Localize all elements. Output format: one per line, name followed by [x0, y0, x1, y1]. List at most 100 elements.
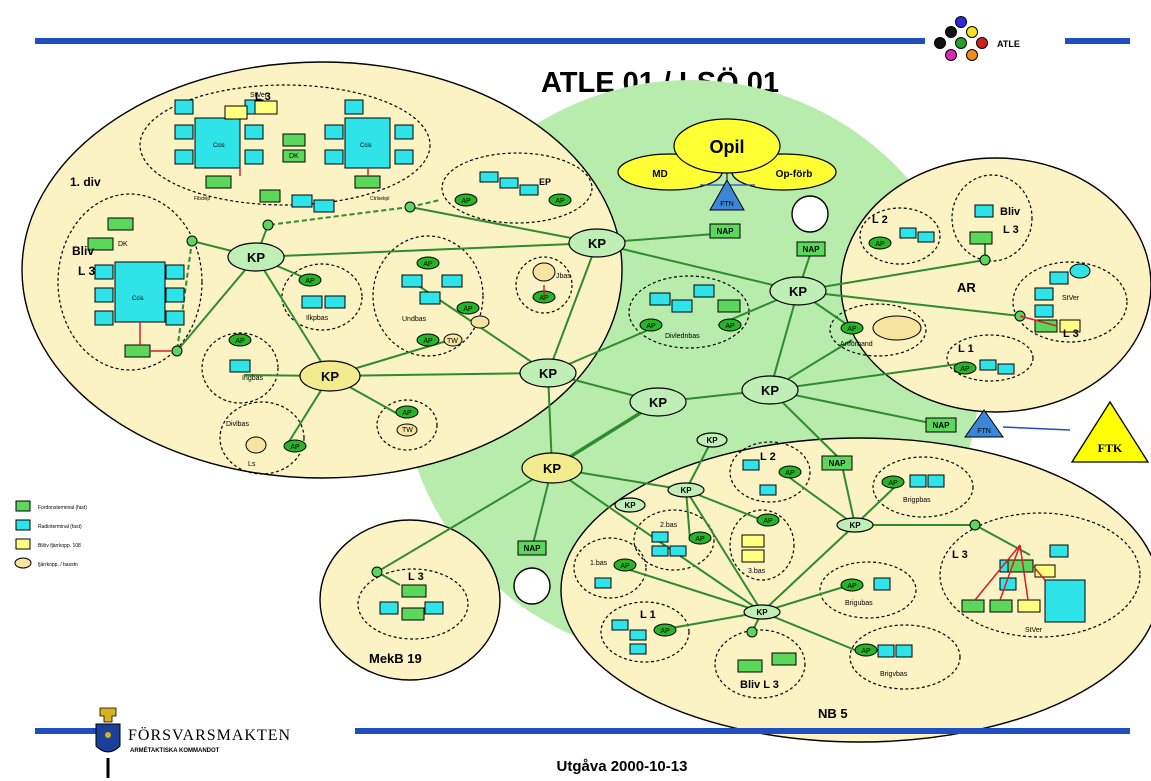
- svg-text:KP: KP: [543, 461, 561, 476]
- svg-text:AP: AP: [290, 444, 300, 451]
- group-brigvbas: [849, 624, 961, 690]
- svg-text:KP: KP: [247, 250, 265, 265]
- svg-text:AP: AP: [463, 306, 473, 313]
- svg-text:AP: AP: [660, 628, 670, 635]
- svg-text:1.bas: 1.bas: [590, 560, 608, 567]
- legend-swatch-1: [15, 519, 31, 531]
- header-rule-left: [35, 38, 925, 44]
- group-ar-l3: [1012, 261, 1128, 343]
- forsvarsmakten-crest: [95, 707, 121, 778]
- group-jbas: [515, 256, 573, 314]
- svg-text:StVer: StVer: [250, 92, 268, 99]
- group-nb5-l1: [600, 601, 690, 663]
- svg-text:L 3: L 3: [255, 91, 271, 103]
- svg-text:StVer: StVer: [1025, 627, 1043, 634]
- svg-text:KP: KP: [321, 369, 339, 384]
- svg-text:NAP: NAP: [717, 227, 735, 236]
- svg-text:AP: AP: [785, 470, 795, 477]
- svg-text:KP: KP: [706, 436, 718, 445]
- legend-label-2: Bilöv fjärrkopp. 108: [38, 543, 81, 549]
- svg-text:AP: AP: [875, 241, 885, 248]
- kp-nodes: [227, 228, 874, 620]
- group-ingbas: [201, 332, 279, 404]
- group-ep: [441, 152, 593, 224]
- group-divlbas: [219, 401, 305, 475]
- svg-text:AP: AP: [555, 198, 565, 205]
- svg-text:Ccis: Ccis: [360, 143, 372, 149]
- svg-text:AP: AP: [235, 338, 245, 345]
- svg-text:TW: TW: [402, 427, 413, 434]
- svg-text:AP: AP: [847, 583, 857, 590]
- svg-text:KP: KP: [849, 521, 861, 530]
- svg-text:NAP: NAP: [524, 544, 542, 553]
- area-mekb19: [319, 519, 501, 681]
- logo-text: ATLE: [997, 39, 1020, 49]
- group-bliv-l3-nb5: [714, 629, 806, 699]
- label-1-div: 1. div: [70, 175, 101, 189]
- area-ar: [840, 157, 1151, 413]
- svg-text:3.bas: 3.bas: [748, 568, 766, 575]
- command-cluster: [617, 118, 837, 191]
- svg-text:L 3: L 3: [1003, 224, 1019, 236]
- svg-text:NAP: NAP: [829, 459, 847, 468]
- svg-text:Bliv L 3: Bliv L 3: [740, 679, 779, 691]
- svg-text:NAP: NAP: [933, 421, 951, 430]
- group-undbas: [372, 235, 484, 357]
- group-top: [139, 84, 431, 206]
- svg-text:Divlbas: Divlbas: [226, 421, 249, 428]
- svg-text:AP: AP: [461, 198, 471, 205]
- label-ar: AR: [957, 280, 976, 295]
- svg-text:KP: KP: [588, 236, 606, 251]
- svg-text:Ilkpbas: Ilkpbas: [306, 315, 329, 322]
- svg-text:L 3: L 3: [952, 549, 968, 561]
- svg-text:EP: EP: [539, 177, 551, 187]
- svg-text:L 1: L 1: [640, 609, 656, 621]
- group-ilkpbas: [281, 263, 363, 331]
- footer-edition: Utgåva 2000-10-13: [557, 758, 688, 775]
- svg-text:L 3: L 3: [408, 571, 424, 583]
- svg-text:AP: AP: [695, 536, 705, 543]
- atle-logo: [934, 16, 988, 61]
- svg-text:TW: TW: [447, 338, 458, 345]
- ftn-top-triangle: [709, 178, 745, 211]
- group-ar-bliv: [951, 174, 1033, 262]
- red-links: [139, 168, 1058, 601]
- svg-text:2.bas: 2.bas: [660, 522, 678, 529]
- svg-text:Ls: Ls: [248, 461, 256, 468]
- group-1bas: [573, 537, 647, 599]
- group-brigpbas: [872, 456, 974, 518]
- group-3bas: [729, 509, 795, 581]
- svg-text:AP: AP: [305, 278, 315, 285]
- svg-text:KP: KP: [624, 501, 636, 510]
- legend-label-1: Radioterminal (fast): [38, 524, 82, 530]
- svg-text:L 3: L 3: [78, 264, 95, 278]
- footer-rule-left: [35, 728, 100, 734]
- terminal-boxes: [87, 100, 1081, 673]
- svg-text:L 2: L 2: [872, 214, 888, 226]
- svg-text:Bliv: Bliv: [72, 244, 94, 258]
- svg-text:Ctrlsekpl: Ctrlsekpl: [370, 196, 389, 202]
- svg-text:AP: AP: [847, 326, 857, 333]
- label-nb5: NB 5: [818, 706, 848, 721]
- legend-label-3: fjärrkopp. / basstn: [38, 562, 78, 568]
- footer-sub: ARMÉTAKTISKA KOMMANDOT: [130, 746, 220, 754]
- svg-text:AP: AP: [423, 338, 433, 345]
- legend-swatch-0: [15, 500, 31, 512]
- ftn-right-triangle: [964, 409, 1004, 438]
- svg-text:KP: KP: [680, 486, 692, 495]
- svg-text:KP: KP: [649, 395, 667, 410]
- group-tw: [376, 399, 438, 451]
- svg-text:Flbdvlp: Flbdvlp: [194, 196, 210, 202]
- group-nb5-l3: [939, 512, 1141, 638]
- nap-boxes: [517, 223, 957, 556]
- ap-labels: AP AP AP AP AP AP AP AP AP AP AP AP AP A…: [235, 198, 970, 655]
- svg-text:Jbas: Jbas: [556, 273, 571, 280]
- svg-text:AP: AP: [620, 563, 630, 570]
- svg-text:Ccis: Ccis: [132, 296, 144, 302]
- label-mekb19: MekB 19: [369, 651, 422, 666]
- svg-text:L 3: L 3: [1063, 328, 1079, 340]
- svg-text:AP: AP: [725, 323, 735, 330]
- svg-text:AP: AP: [960, 366, 970, 373]
- nap-labels: NAP NAP NAP NAP NAP: [524, 227, 951, 553]
